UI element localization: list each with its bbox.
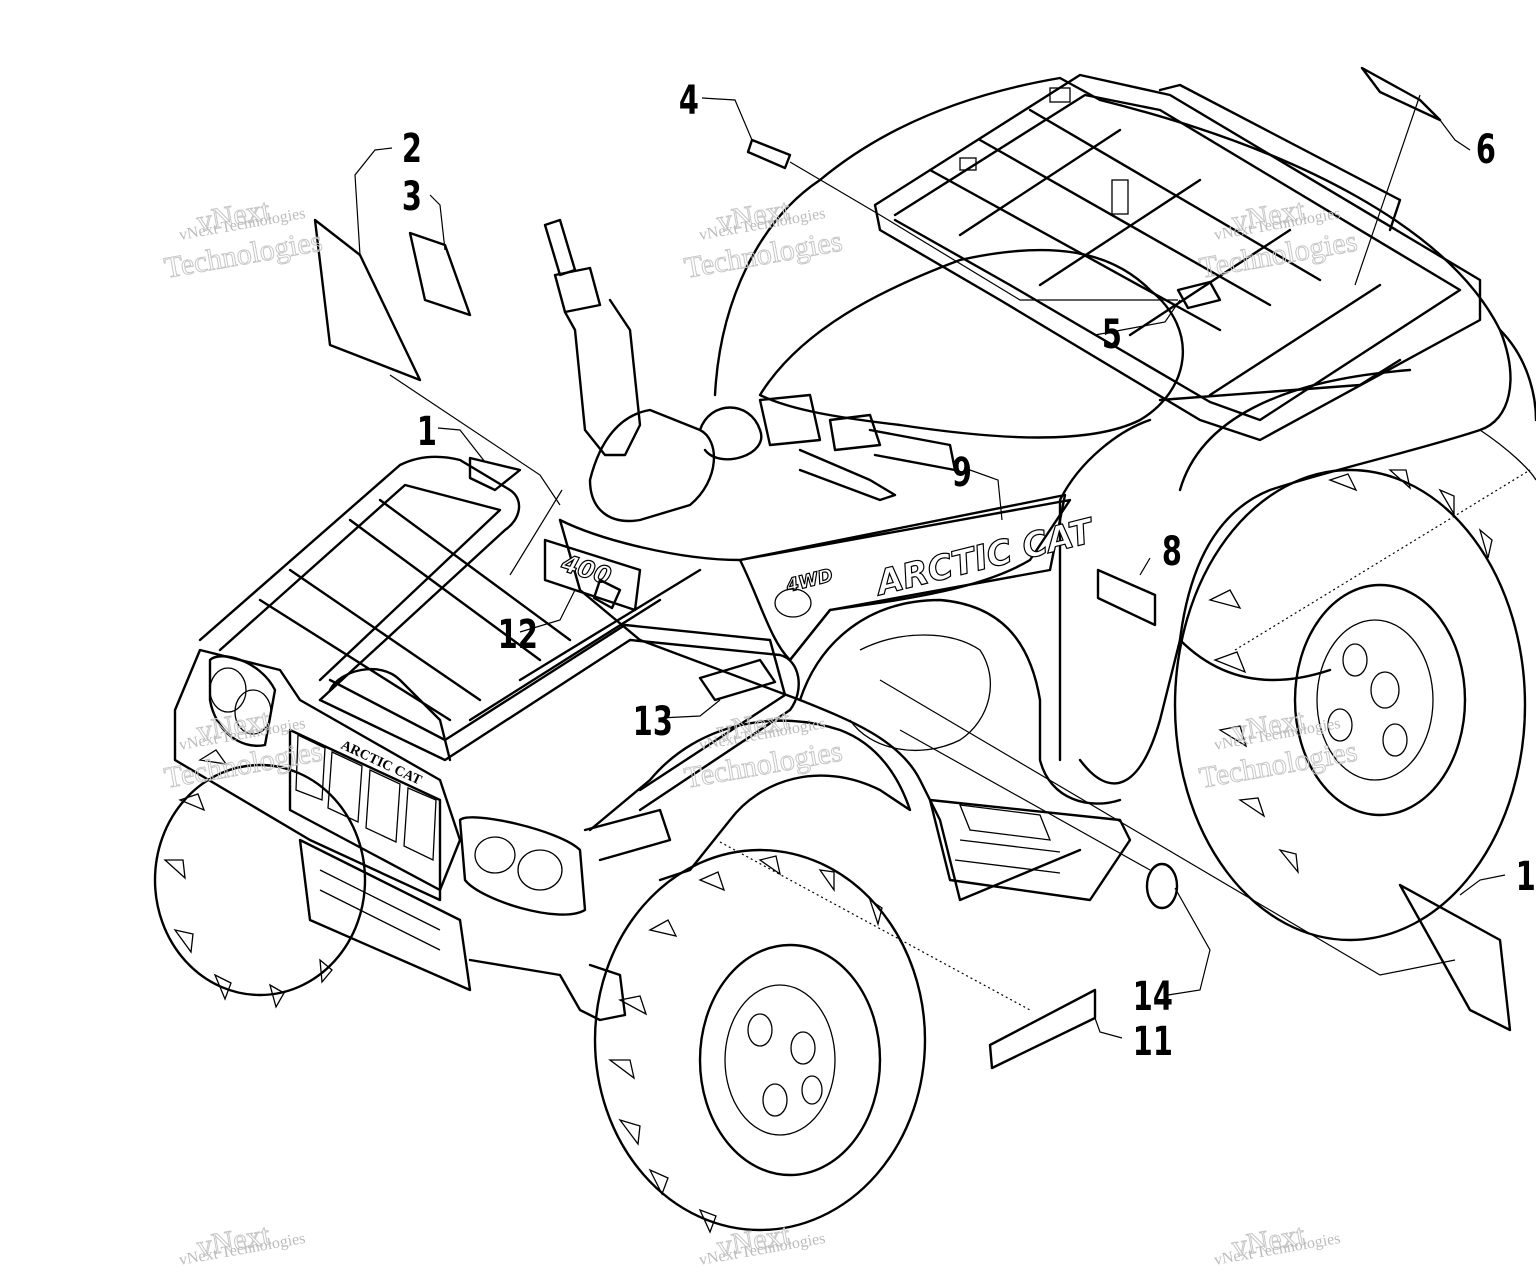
callout-2: 2	[402, 126, 422, 172]
callout-6: 6	[1476, 127, 1496, 173]
decal-part-12	[592, 578, 622, 610]
decal-part-6	[1360, 66, 1442, 122]
leader-lines	[354, 94, 1531, 1039]
callout-11: 11	[1133, 1019, 1173, 1065]
rear-rack	[873, 73, 1482, 442]
callout-10: 10	[1516, 854, 1536, 900]
front-bumper	[173, 648, 672, 1022]
callout-4: 4	[679, 78, 699, 124]
decal-part-10	[1398, 883, 1512, 1032]
front-fender	[588, 719, 912, 882]
decal-part-11	[988, 988, 1097, 1070]
rear-right-wheel	[1173, 468, 1527, 942]
front-left-wheel	[153, 749, 367, 1009]
decal-part-1	[468, 456, 522, 492]
side-decal-model-text: 4WD	[783, 565, 835, 597]
decal-part-2	[313, 218, 422, 382]
exploded-decals	[313, 66, 1512, 1070]
decal-part-13	[698, 658, 777, 702]
decal-part-3	[408, 231, 472, 317]
callout-5: 5	[1102, 312, 1122, 358]
front-right-wheel	[593, 848, 927, 1234]
decal-part-5	[1176, 280, 1222, 310]
callout-12: 12	[498, 612, 538, 658]
side-decal-brand-text: ARCTIC CAT	[870, 511, 1100, 605]
footrest	[928, 798, 1132, 902]
callout-13: 13	[633, 699, 673, 745]
front-rack	[198, 455, 800, 812]
rear-body	[713, 76, 1536, 785]
decal-part-8	[1096, 568, 1157, 627]
callout-numbers: 2 3 1 4 5 6 8 9 10 11 12 13 14	[402, 78, 1536, 1065]
callout-3: 3	[402, 174, 422, 220]
callout-8: 8	[1162, 529, 1182, 575]
callout-14: 14	[1133, 974, 1173, 1020]
callout-1: 1	[417, 409, 437, 455]
decal-part-14	[1145, 862, 1179, 910]
callout-9: 9	[952, 450, 972, 496]
handlebar	[543, 218, 957, 502]
front-body	[558, 408, 1122, 902]
decal-part-4	[746, 138, 792, 170]
